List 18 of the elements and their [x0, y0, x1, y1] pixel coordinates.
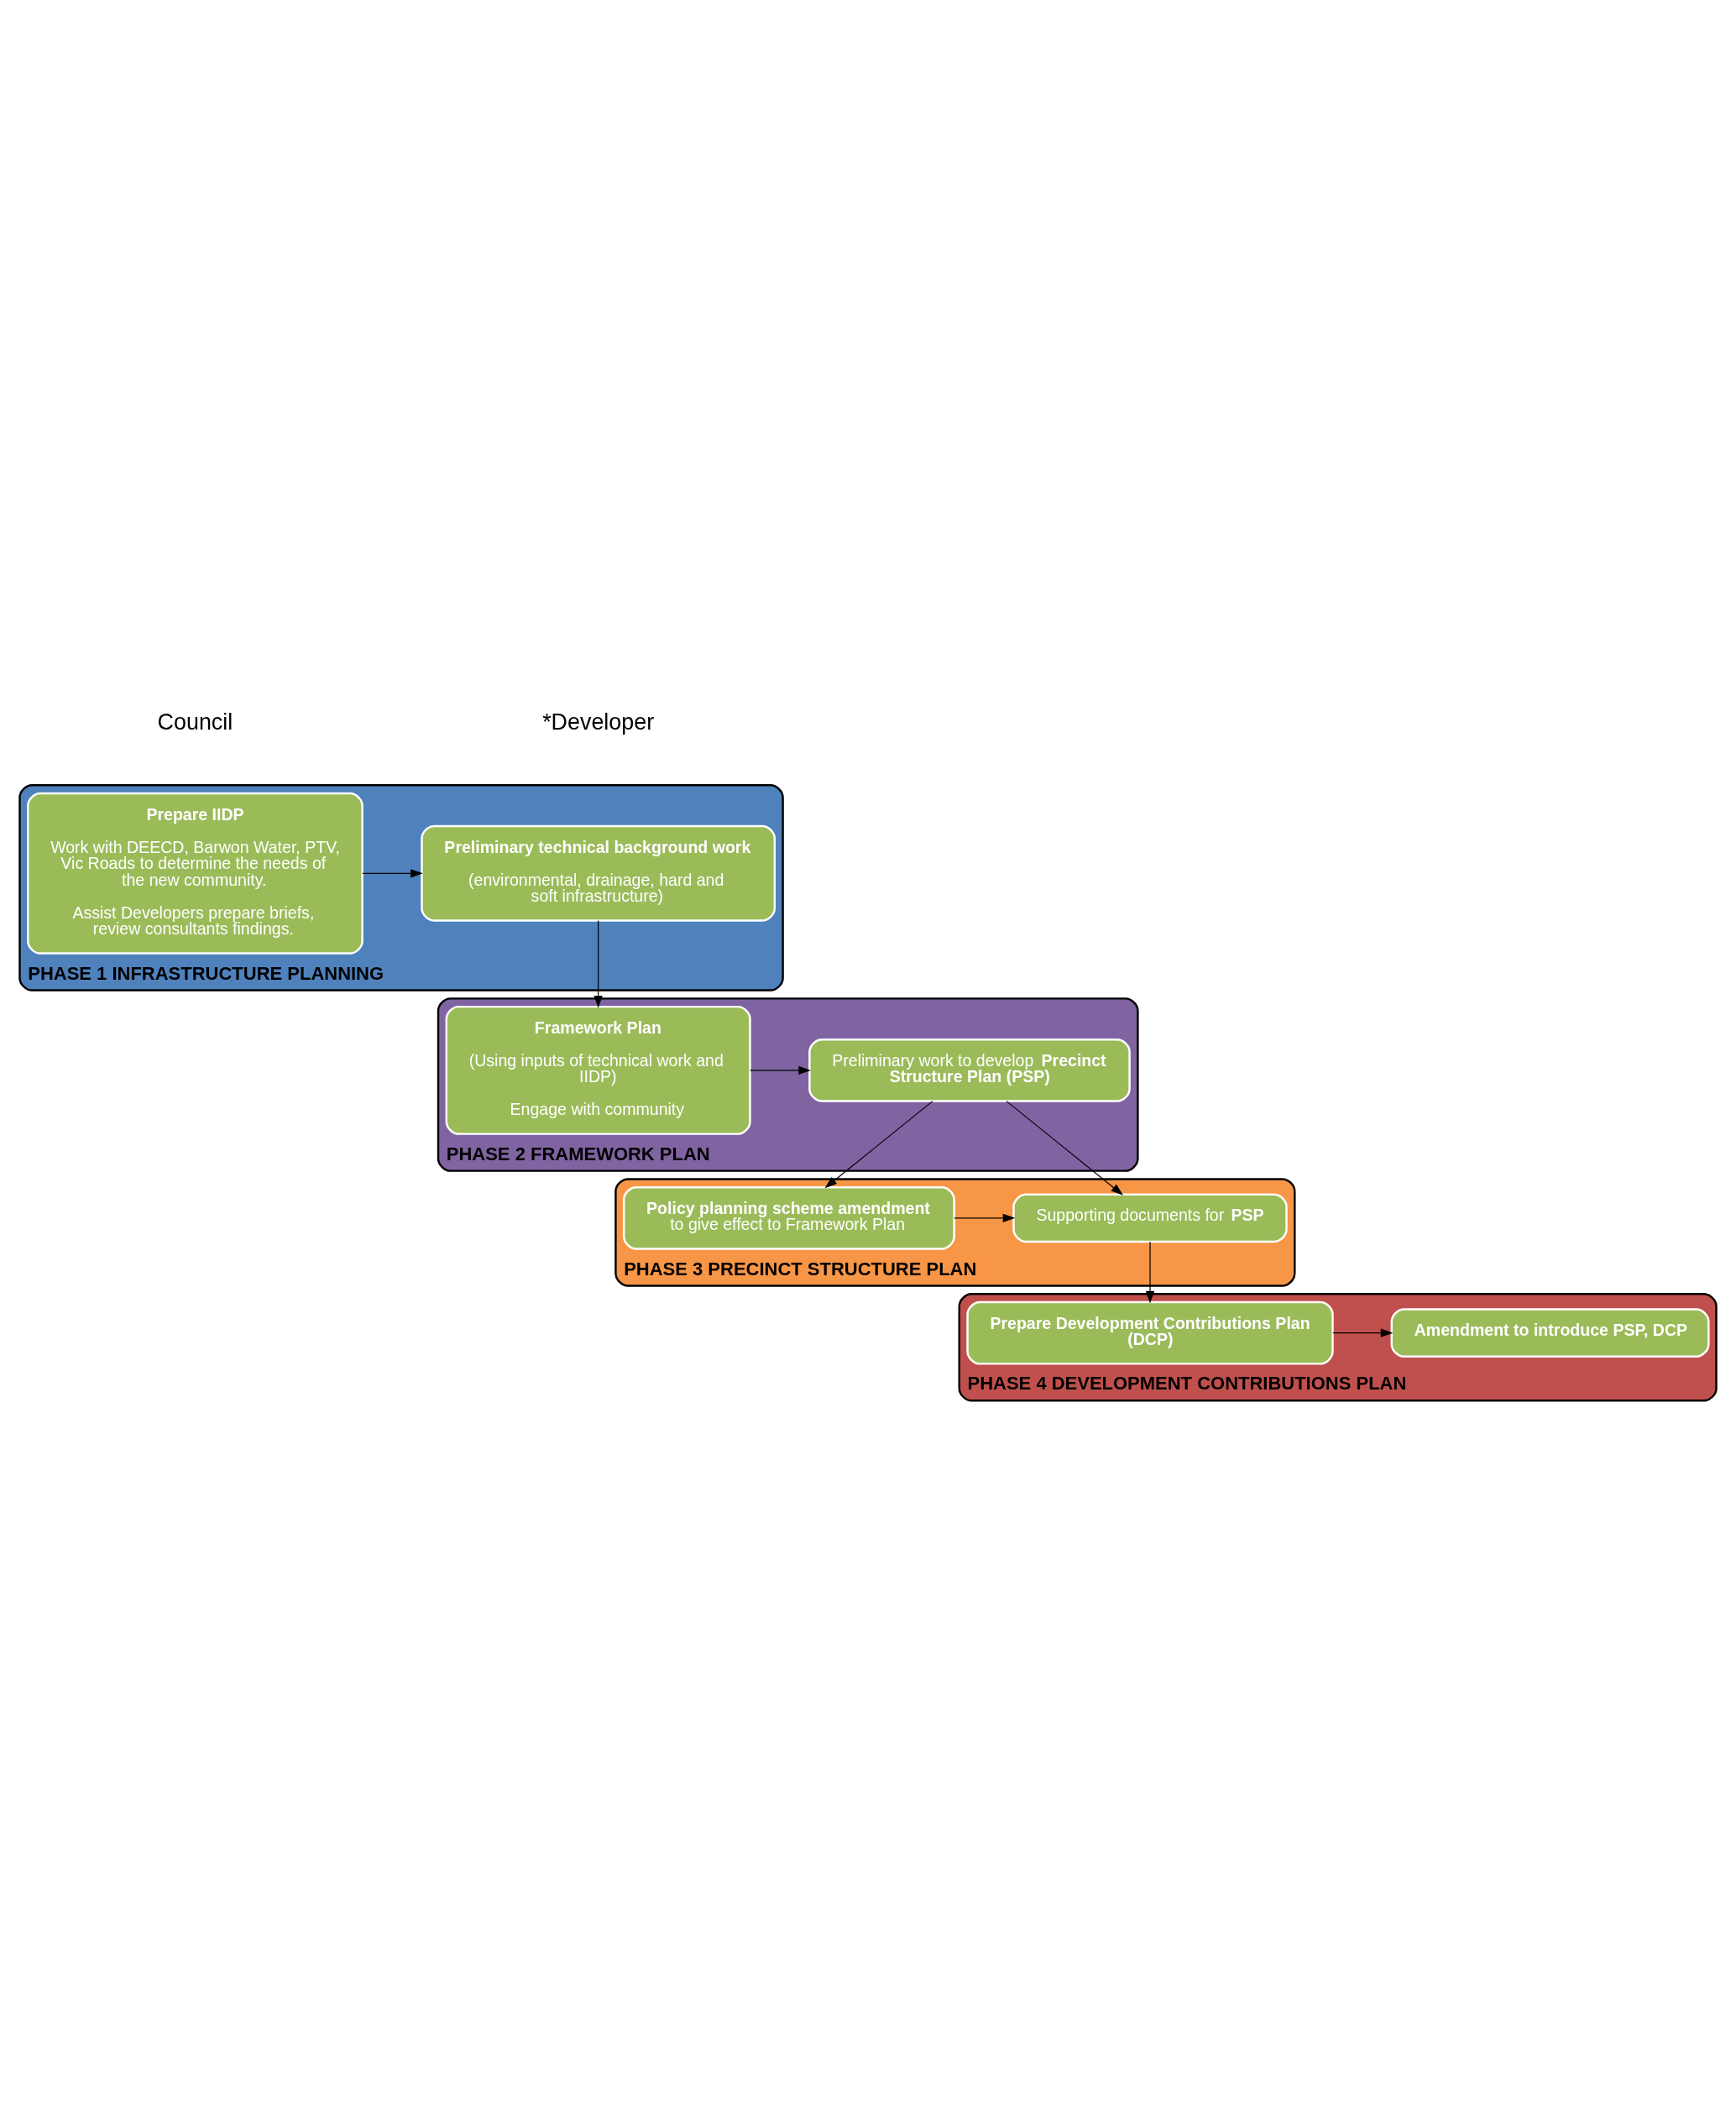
arrow: [1332, 1328, 1394, 1337]
label: *Developer: [542, 709, 655, 735]
arrow: [593, 919, 603, 1008]
node-box: Preliminary work to develop Precinct Structure Plan (PSP): [808, 1039, 1131, 1102]
node-box: Supporting documents for PSP: [1012, 1193, 1288, 1243]
arrow: [1006, 1101, 1124, 1196]
node-box: Prepare IIDP Work with DEECD, Barwon Water, PTV, Vic Roads to determine the needs of the new community. Assist Developers prepare briefs, review consultants findings.: [27, 792, 363, 955]
arrow: [824, 1101, 933, 1189]
arrow: [954, 1213, 1016, 1222]
node-box: Prepare Development Contributions Plan (DCP): [966, 1300, 1334, 1365]
node-box: Framework Plan (Using inputs of technical work and IIDP) Engage with community: [445, 1005, 751, 1135]
node-box: Preliminary technical background work (environmental, drainage, hard and soft infrastructure): [421, 824, 776, 922]
arrow: [1145, 1241, 1155, 1304]
node-box: Policy planning scheme amendment to give effect to Framework Plan: [622, 1185, 955, 1250]
arrow: [750, 1065, 811, 1075]
node-box: Amendment to introduce PSP, DCP: [1390, 1308, 1710, 1358]
arrow: [362, 869, 423, 878]
label: Council: [157, 709, 233, 735]
